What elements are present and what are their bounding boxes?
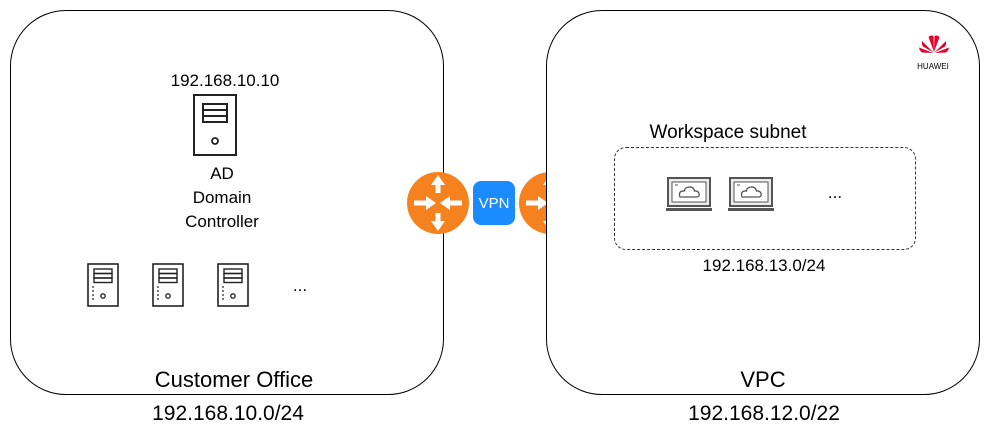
vpc-subnet: 192.168.12.0/22 [688,402,840,425]
customer-office-subnet: 192.168.10.0/24 [152,402,304,425]
ad-server-ip: 192.168.10.10 [170,71,280,90]
server-icon [217,263,249,307]
ad-label-line-1: AD [210,164,234,183]
customer-office-title: Customer Office [154,367,314,392]
cloud-desktop-icon [728,177,774,211]
router-icon [407,172,469,234]
huawei-logo-icon [919,35,949,53]
workspace-subnet-cidr: 192.168.13.0/24 [702,256,826,275]
cloud-desktop-icon [666,177,712,211]
ad-label-line-2: Domain [192,188,252,207]
server-icon [152,263,184,307]
more-desktops-ellipsis: ... [827,183,843,202]
workspace-subnet-box [614,147,916,250]
huawei-brand-text: HUAWEI [917,62,949,71]
customer-office-panel [10,10,444,395]
workspace-subnet-title: Workspace subnet [649,122,807,143]
vpc-title: VPC [740,367,786,392]
ad-label-line-3: Controller [185,212,259,231]
vpn-badge: VPN [473,181,515,225]
server-icon [87,263,119,307]
more-servers-ellipsis: ... [292,276,308,295]
ad-server-icon [193,94,237,156]
